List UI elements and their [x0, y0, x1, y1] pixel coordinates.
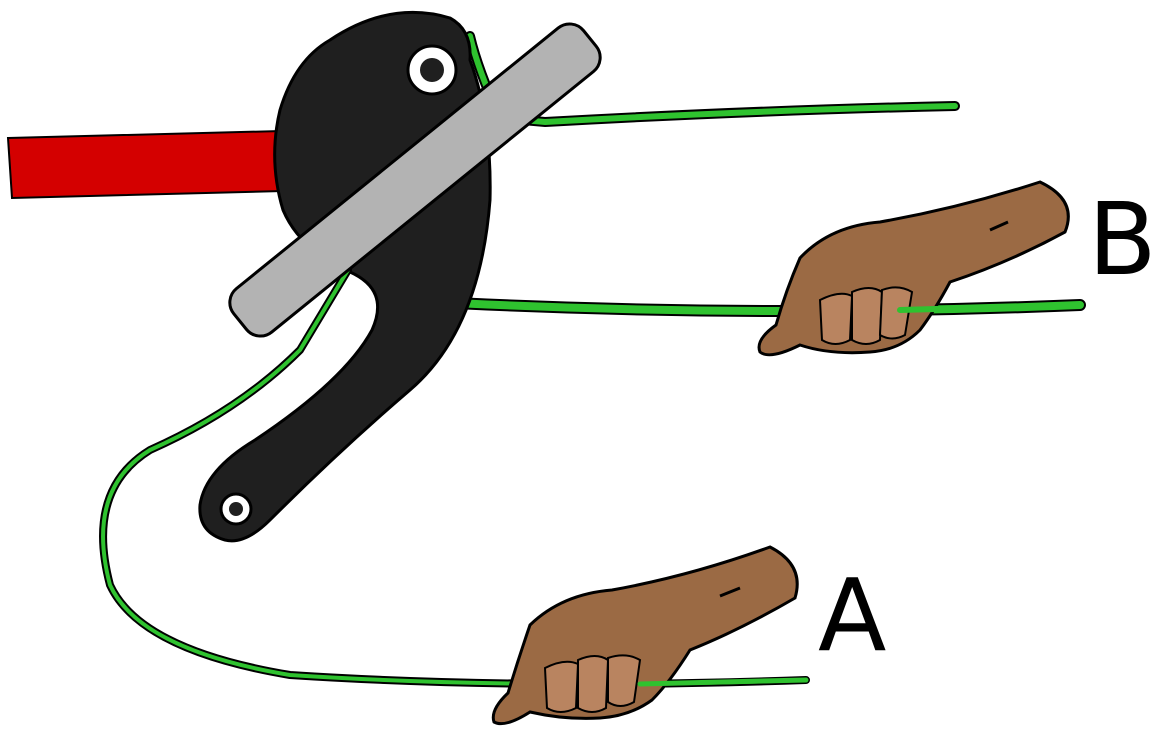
label-a: A	[818, 557, 887, 674]
label-b: B	[1088, 181, 1157, 298]
cleat-bar	[228, 22, 602, 338]
hand-b-icon	[757, 180, 1070, 357]
hand-a-icon	[491, 545, 799, 726]
